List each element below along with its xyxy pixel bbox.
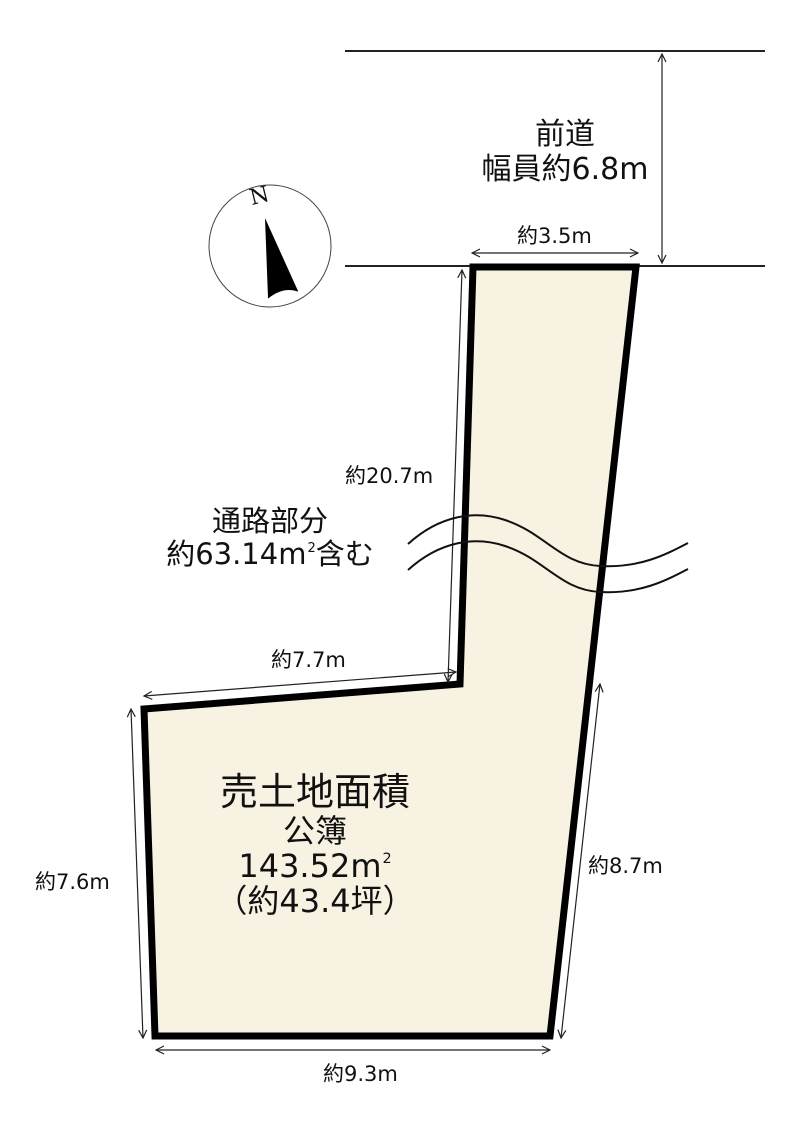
passage-note-area: 約63.14m2含む — [166, 537, 374, 572]
left-side-label: 約7.6m — [35, 870, 110, 894]
passage-length-label: 約20.7m — [345, 464, 434, 488]
area-title: 売土地面積 — [219, 770, 410, 814]
lot-outline — [140, 263, 640, 1040]
step-width-dimension — [144, 672, 456, 696]
step-width-label: 約7.7m — [271, 648, 346, 672]
left-side-dimension — [131, 709, 143, 1038]
bottom-label: 約9.3m — [323, 1062, 398, 1086]
right-side-dimension — [561, 684, 600, 1038]
area-tsubo: （約43.4坪） — [215, 882, 415, 921]
area-basis: 公簿 — [282, 811, 347, 850]
north-arrow-icon — [208, 184, 332, 308]
passage-note-title: 通路部分 — [211, 504, 328, 538]
right-side-label: 約8.7m — [588, 854, 663, 878]
passage-length-dimension — [448, 270, 462, 682]
break-line-lower — [407, 540, 689, 594]
frontage-label: 約3.5m — [517, 224, 592, 248]
road-title: 前道 — [535, 117, 595, 152]
area-sqm: 143.52m2 — [238, 846, 392, 885]
lot-area-summary: 売土地面積 公簿 143.52m2 （約43.4坪） — [215, 770, 415, 921]
passage-note: 通路部分 約63.14m2含む — [150, 504, 390, 572]
road-label: 前道 幅員約6.8m — [465, 117, 665, 187]
break-line-upper — [407, 514, 689, 568]
road-width: 幅員約6.8m — [481, 151, 649, 187]
